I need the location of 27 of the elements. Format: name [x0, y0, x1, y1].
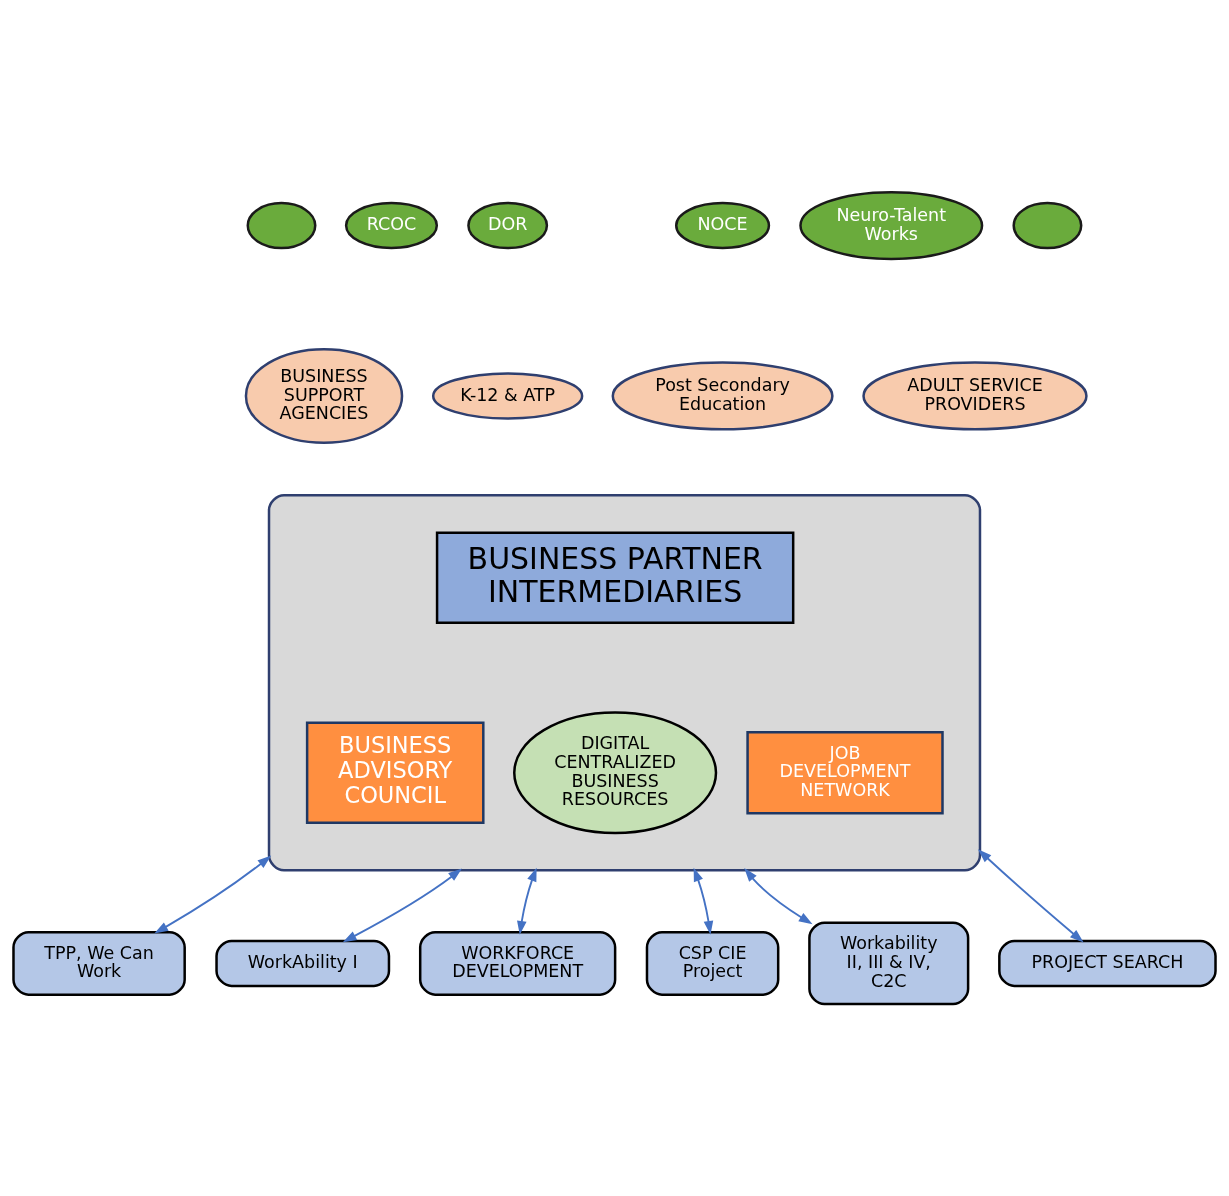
node-box: CSP CIE Project	[645, 930, 780, 996]
arrow	[517, 867, 537, 935]
arrow	[342, 868, 462, 943]
arrow	[977, 849, 1084, 943]
node-ellipse: RCOC	[344, 201, 439, 250]
node-box: WorkAbility I	[215, 939, 391, 988]
node-box: Workability II, III & IV, C2C	[808, 921, 970, 1006]
arrow	[693, 867, 714, 935]
node-ellipse: DIGITAL CENTRALIZED BUSINESS RESOURCES	[513, 711, 718, 835]
node-ellipse: BUSINESS SUPPORT AGENCIES	[244, 347, 404, 444]
node-box: JOB DEVELOPMENT NETWORK	[746, 730, 944, 815]
node-ellipse	[1012, 201, 1083, 250]
node-box: PROJECT SEARCH	[998, 939, 1217, 988]
node-ellipse: DOR	[467, 201, 549, 250]
node-ellipse: Post Secondary Education	[611, 361, 834, 431]
arrow	[154, 855, 272, 934]
node-ellipse: ADULT SERVICE PROVIDERS	[862, 361, 1088, 431]
node-box: BUSINESS ADVISORY COUNCIL	[305, 721, 485, 824]
node-box: TPP, We Can Work	[12, 930, 186, 996]
node-ellipse: NOCE	[675, 201, 771, 250]
node-ellipse	[246, 201, 317, 250]
node-ellipse: K-12 & ATP	[431, 372, 584, 420]
node-box: BUSINESS PARTNER INTERMEDIARIES	[435, 531, 795, 624]
cluster	[267, 494, 982, 872]
arrow	[744, 868, 813, 925]
node-ellipse: Neuro-Talent Works	[799, 190, 984, 261]
node-box: WORKFORCE DEVELOPMENT	[418, 930, 617, 996]
